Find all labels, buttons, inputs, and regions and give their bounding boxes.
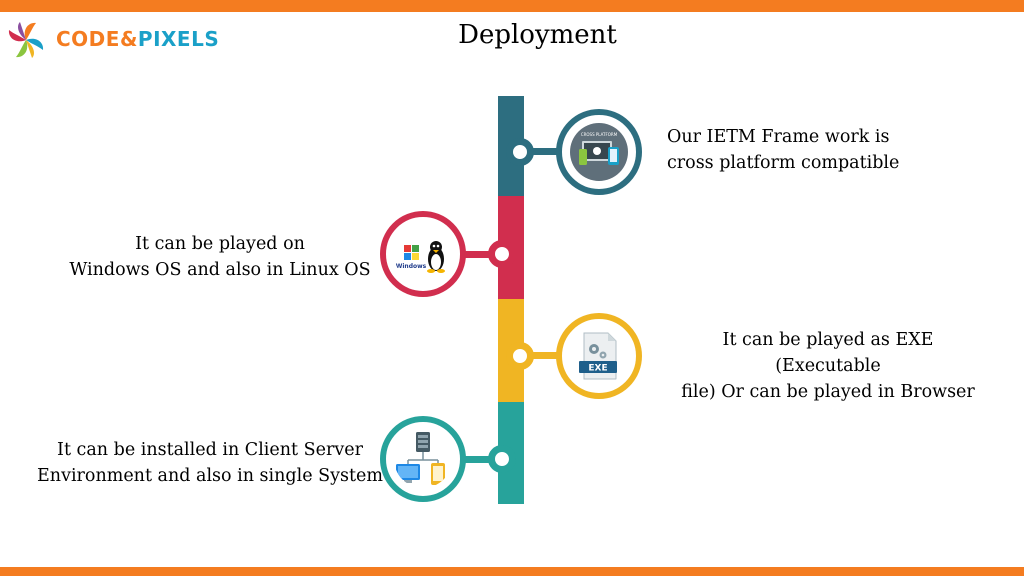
connector-4	[462, 456, 498, 463]
item-text-2: It can be played on Windows OS and also …	[60, 231, 380, 283]
connector-3	[524, 352, 560, 359]
client-server-icon	[394, 430, 452, 488]
item-text-4: It can be installed in Client Server Env…	[20, 437, 400, 489]
connector-1	[524, 148, 560, 155]
knob-1	[506, 138, 534, 166]
devices-icon: CROSS PLATFORM	[570, 123, 628, 181]
item-circle-4	[380, 416, 466, 502]
exe-icon-label: EXE	[588, 364, 607, 374]
item-4-line-2: Environment and also in single System	[37, 466, 383, 486]
logo-part-code: CODE	[56, 27, 120, 51]
knob-3	[506, 342, 534, 370]
top-accent-bar	[0, 0, 1024, 12]
item-3-line-2: file) Or can be played in Browser	[681, 382, 975, 402]
knob-4	[488, 445, 516, 473]
item-4-line-1: It can be installed in Client Server	[57, 440, 363, 460]
exe-file-icon: EXE	[570, 327, 628, 385]
svg-text:CROSS PLATFORM: CROSS PLATFORM	[581, 132, 618, 137]
svg-text:Windows: Windows	[396, 263, 427, 270]
windows-linux-icon: Windows	[394, 225, 452, 283]
item-2-line-2: Windows OS and also in Linux OS	[69, 260, 371, 280]
page-title: Deployment	[458, 20, 617, 50]
bottom-accent-bar	[0, 567, 1024, 576]
item-circle-1: CROSS PLATFORM	[556, 109, 642, 195]
item-text-3: It can be played as EXE (Executable file…	[668, 327, 988, 405]
logo-part-pixels: PIXELS	[137, 27, 220, 51]
item-1-line-1: Our IETM Frame work is	[667, 127, 890, 147]
logo-text: CODE&PIXELS	[56, 27, 219, 51]
logo-part-ampersand: &	[119, 27, 138, 51]
item-text-1: Our IETM Frame work is cross platform co…	[667, 124, 899, 176]
knob-2	[488, 240, 516, 268]
item-2-line-1: It can be played on	[135, 234, 305, 254]
code-pixels-logo: CODE&PIXELS	[4, 18, 224, 62]
pinwheel-logo-icon	[8, 22, 44, 58]
connector-2	[462, 251, 498, 258]
item-1-line-2: cross platform compatible	[667, 153, 900, 173]
item-circle-3: EXE	[556, 313, 642, 399]
item-circle-2: Windows	[380, 211, 466, 297]
item-3-line-1: It can be played as EXE (Executable	[722, 330, 934, 376]
